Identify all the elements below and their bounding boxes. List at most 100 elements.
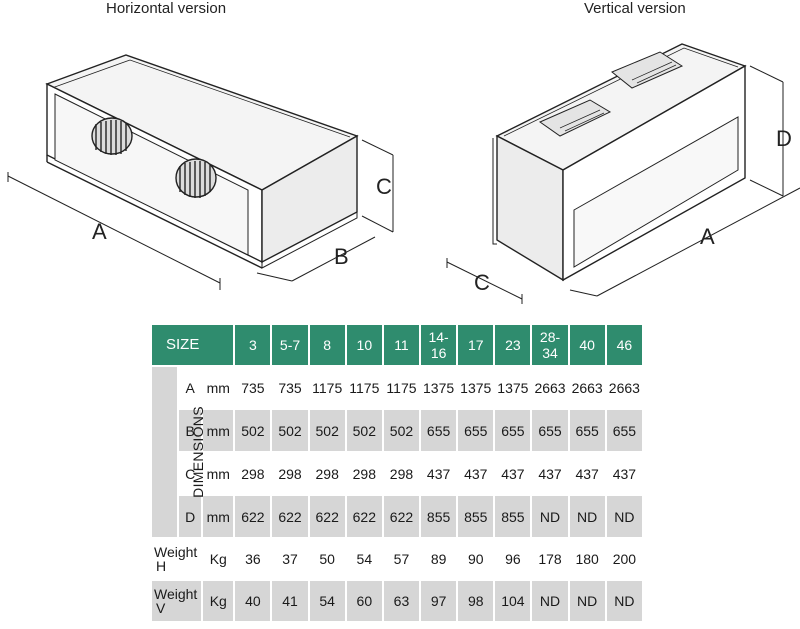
table-row: DIMENSIONS A mm 735 735 1175 1175 1175 1… xyxy=(152,366,645,539)
horizontal-fan-2 xyxy=(175,158,217,198)
table-cell: 622 xyxy=(308,495,347,539)
table-cell: 735 xyxy=(234,366,273,410)
size-col: 11 xyxy=(382,325,422,367)
table-cell: 90 xyxy=(457,538,496,581)
table-cell: 89 xyxy=(420,538,459,581)
horizontal-dim-b-label: B xyxy=(334,244,349,269)
table-cell: 502 xyxy=(382,409,422,453)
table-cell: 855 xyxy=(494,495,533,539)
row-unit: Kg xyxy=(202,580,236,623)
row-letter: A xyxy=(178,366,204,410)
table-row: Weight H Kg 36 37 50 54 57 89 90 96 178 … xyxy=(152,538,645,581)
vertical-dim-a-label: A xyxy=(700,224,715,249)
row-unit: mm xyxy=(202,452,236,496)
table-cell: ND xyxy=(605,580,645,623)
horizontal-fan-1 xyxy=(91,117,133,155)
table-cell: 655 xyxy=(494,409,533,453)
table-cell: 37 xyxy=(271,538,310,581)
table-cell: 298 xyxy=(345,452,384,496)
weight-v-line1: Weight xyxy=(154,586,198,602)
unit-drawings: A B C xyxy=(7,43,800,304)
horizontal-dim-a-label: A xyxy=(92,219,107,244)
horizontal-unit-drawing xyxy=(7,54,394,290)
table-cell: 57 xyxy=(382,538,422,581)
row-unit: Kg xyxy=(202,538,236,581)
table-cell: 104 xyxy=(494,580,533,623)
table-cell: 200 xyxy=(605,538,645,581)
size-col: 28- 34 xyxy=(531,325,570,367)
table-cell: 1375 xyxy=(457,366,496,410)
row-unit: mm xyxy=(202,495,236,539)
table-cell: 622 xyxy=(382,495,422,539)
dimensions-table: SIZE 3 5-7 8 10 11 14- 16 17 23 28- 34 4… xyxy=(152,325,645,623)
size-col: 3 xyxy=(234,325,273,367)
size-header: SIZE xyxy=(152,325,236,367)
table-cell: 1175 xyxy=(308,366,347,410)
table-cell: 502 xyxy=(234,409,273,453)
table-cell: 2663 xyxy=(568,366,607,410)
table-cell: 655 xyxy=(568,409,607,453)
dimensions-label: DIMENSIONS xyxy=(189,406,206,498)
vertical-version-caption: Vertical version xyxy=(584,0,686,17)
size-col: 8 xyxy=(308,325,347,367)
table-cell: 437 xyxy=(605,452,645,496)
size-col: 14- 16 xyxy=(420,325,459,367)
table-cell: 40 xyxy=(234,580,273,623)
table-cell: 298 xyxy=(234,452,273,496)
table-cell: 298 xyxy=(382,452,422,496)
table-cell: 437 xyxy=(568,452,607,496)
weight-v-line2: V xyxy=(156,600,166,616)
table-cell: 60 xyxy=(345,580,384,623)
table-cell: 1175 xyxy=(345,366,384,410)
table-cell: 437 xyxy=(531,452,570,496)
size-col: 17 xyxy=(457,325,496,367)
table-cell: 655 xyxy=(420,409,459,453)
table-cell: 437 xyxy=(420,452,459,496)
table-cell: 655 xyxy=(531,409,570,453)
table-cell: 50 xyxy=(308,538,347,581)
table-cell: 1375 xyxy=(420,366,459,410)
row-letter: B xyxy=(178,409,204,453)
table-cell: 63 xyxy=(382,580,422,623)
table-cell: 655 xyxy=(457,409,496,453)
row-unit: mm xyxy=(202,366,236,410)
vertical-dim-d-label: D xyxy=(776,126,792,151)
table-row: B mm 502 502 502 502 502 655 655 655 655… xyxy=(152,409,645,453)
table-cell: 855 xyxy=(457,495,496,539)
horizontal-version-caption: Horizontal version xyxy=(106,0,227,17)
table-cell: 298 xyxy=(308,452,347,496)
table-cell: ND xyxy=(605,495,645,539)
table-cell: 655 xyxy=(605,409,645,453)
table-cell: 502 xyxy=(345,409,384,453)
table-cell: 622 xyxy=(271,495,310,539)
row-letter: C xyxy=(178,452,204,496)
table-cell: 1175 xyxy=(382,366,422,410)
table-cell: 178 xyxy=(531,538,570,581)
table-cell: 54 xyxy=(345,538,384,581)
table-cell: 97 xyxy=(420,580,459,623)
table-cell: 502 xyxy=(271,409,310,453)
table-cell: 502 xyxy=(308,409,347,453)
table-cell: 622 xyxy=(345,495,384,539)
table-cell: 1375 xyxy=(494,366,533,410)
table-row: D mm 622 622 622 622 622 855 855 855 ND … xyxy=(152,495,645,539)
table-cell: ND xyxy=(568,580,607,623)
vertical-unit-drawing xyxy=(446,43,800,304)
table-cell: 437 xyxy=(494,452,533,496)
table-cell: 855 xyxy=(420,495,459,539)
table-cell: 96 xyxy=(494,538,533,581)
size-col: 23 xyxy=(494,325,533,367)
size-col: 46 xyxy=(605,325,645,367)
dimensions-label-cell: DIMENSIONS xyxy=(152,366,206,539)
table-cell: ND xyxy=(531,580,570,623)
table-cell: 2663 xyxy=(605,366,645,410)
size-col: 40 xyxy=(568,325,607,367)
table-cell: 98 xyxy=(457,580,496,623)
table-cell: 622 xyxy=(234,495,273,539)
table-cell: ND xyxy=(568,495,607,539)
weight-v-label: Weight V xyxy=(152,580,204,623)
row-unit: mm xyxy=(202,409,236,453)
weight-h-line2: H xyxy=(156,558,167,574)
table-cell: 437 xyxy=(457,452,496,496)
vertical-dim-c-label: C xyxy=(474,270,490,295)
